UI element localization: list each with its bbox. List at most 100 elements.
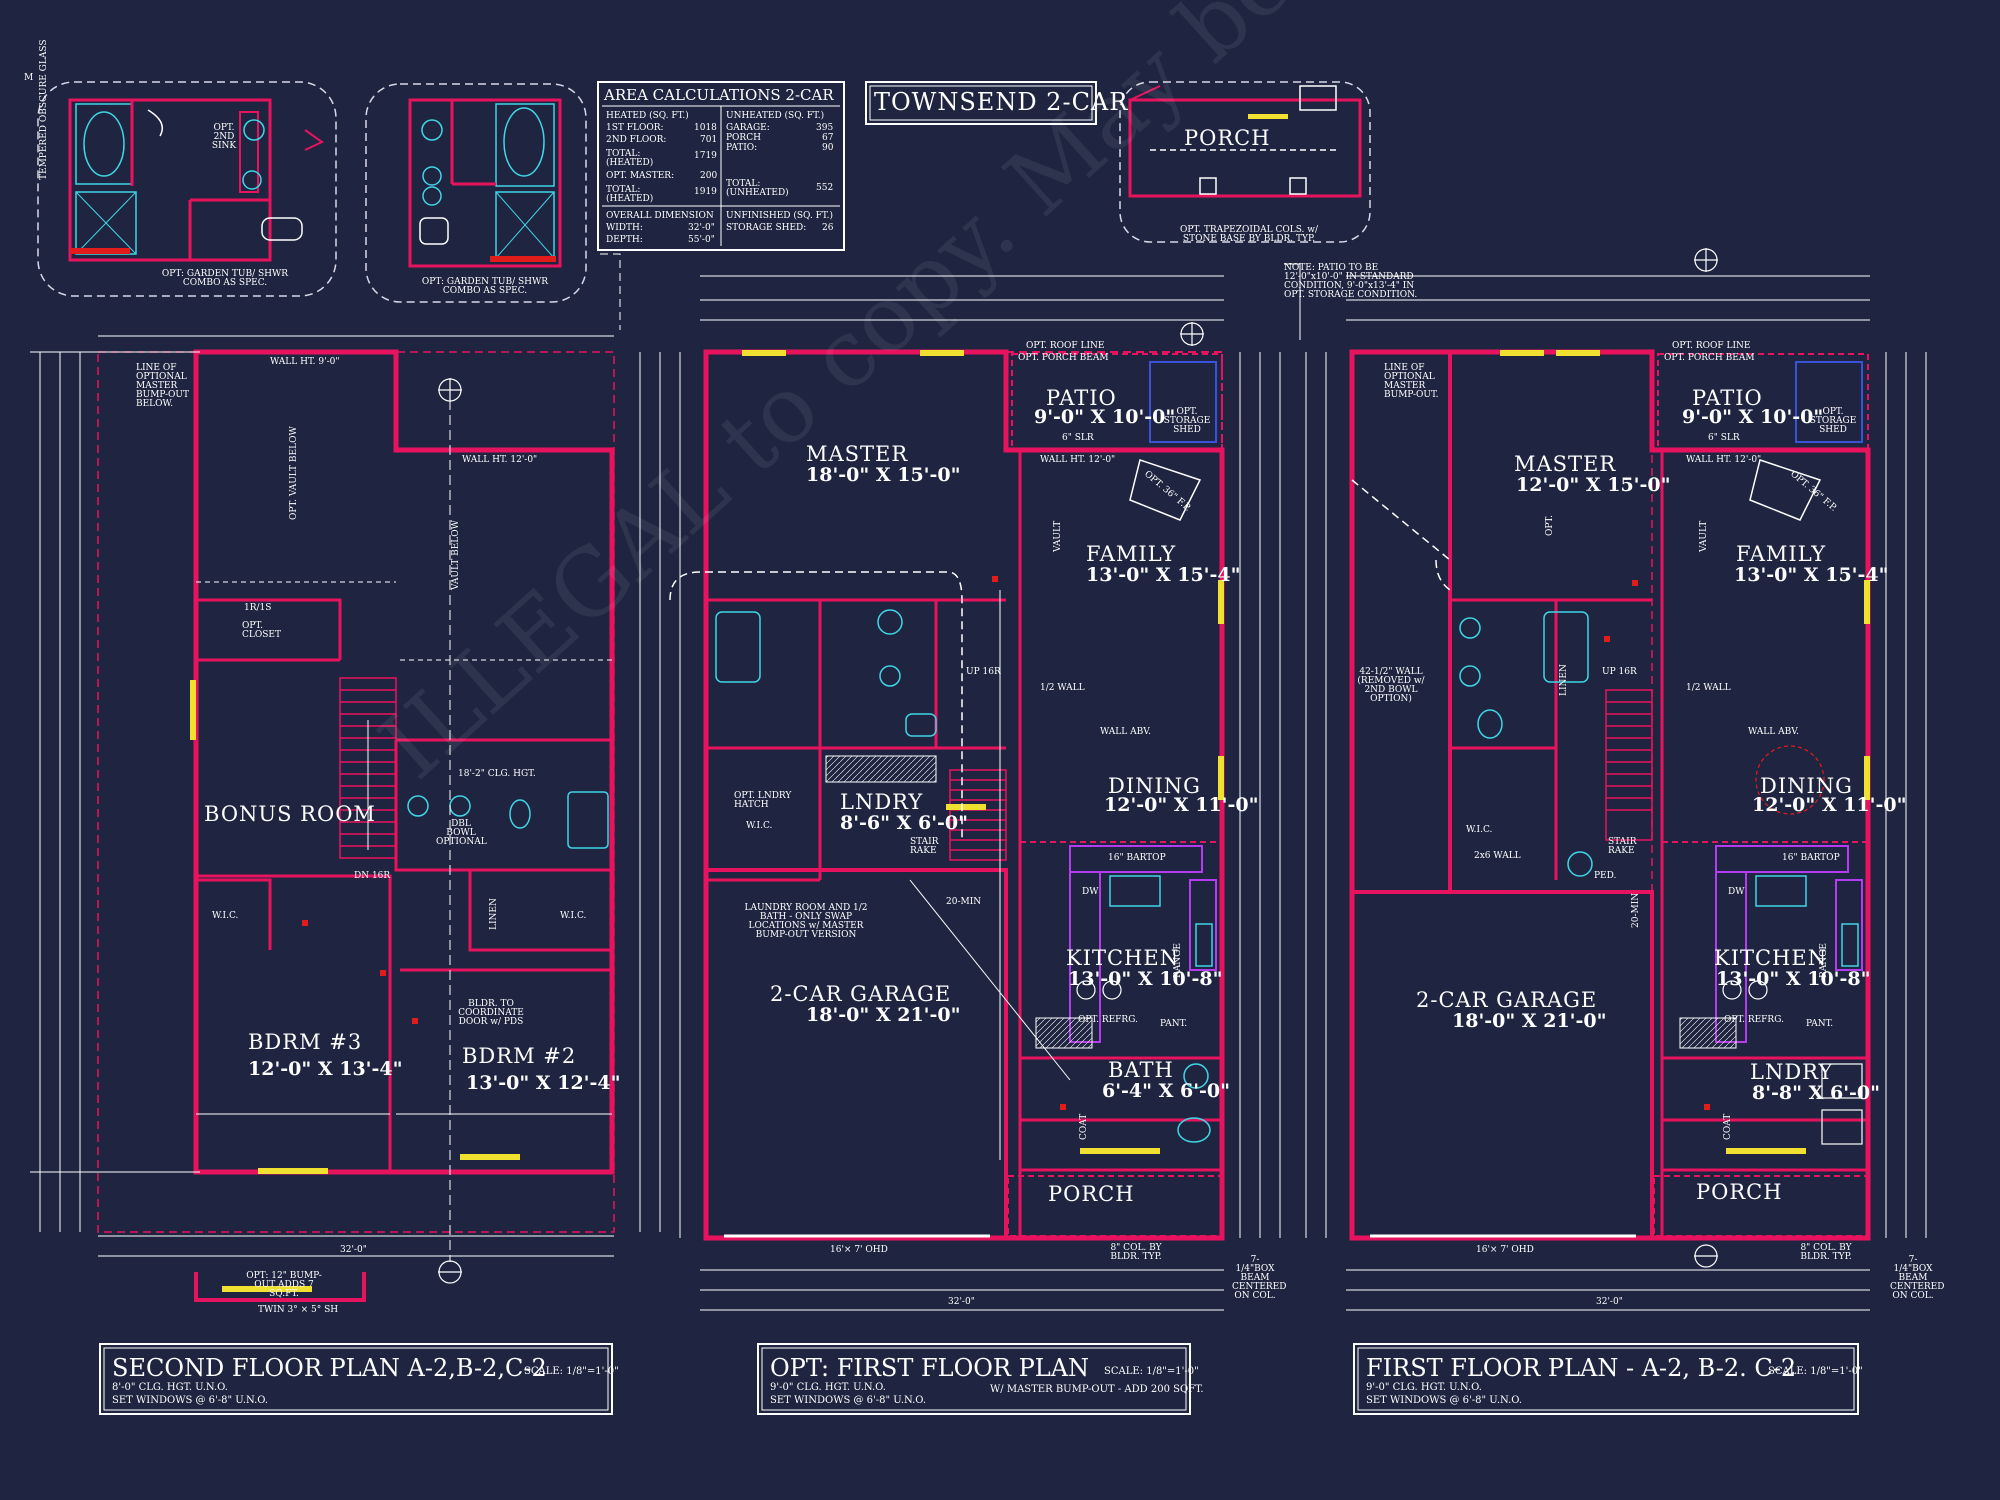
plan-label: PED. — [1594, 871, 1617, 881]
plan-label: LINEN — [1559, 664, 1569, 696]
room-name: MASTER — [1514, 452, 1617, 476]
room-name: KITCHEN — [1066, 946, 1180, 970]
second-floor-plan — [30, 335, 661, 1302]
unheated-value: 67 — [822, 133, 834, 143]
first-floor-title-box — [1353, 1343, 1859, 1415]
plan-label: OPT. VAULT BELOW — [289, 426, 299, 520]
bath-detail-2 — [365, 83, 587, 303]
plan-label: W.I.C. — [1466, 825, 1493, 835]
plan-label: DW — [1082, 887, 1099, 897]
opt-first-floor-title-box — [757, 1343, 1191, 1415]
room-size: 6'-4" X 6'-0" — [1102, 1080, 1231, 1102]
area-calc-title: AREA CALCULATIONS 2-CAR — [604, 86, 834, 104]
plan-subtitle: 8'-0" CLG. HGT. U.N.O. — [112, 1382, 228, 1393]
corner-mark: M — [24, 73, 34, 83]
line-optional-note-2: LINE OF OPTIONAL MASTER BUMP-OUT. — [1384, 363, 1439, 400]
room-name: PORCH — [1048, 1182, 1135, 1206]
plan-label: OPT. STORAGE SHED — [1163, 407, 1211, 435]
plan-scale: SCALE: 1/8"=1'-0" — [1768, 1366, 1863, 1377]
plan-label: VAULT — [1053, 520, 1063, 552]
room-name: MASTER — [806, 442, 909, 466]
plan-label: OPT. PORCH BEAM — [1018, 353, 1109, 363]
room-size: 13'-0" X 10'-8" — [1716, 968, 1871, 990]
plan-extra: W/ MASTER BUMP-OUT - ADD 200 SQFT. — [990, 1384, 1204, 1395]
room-size: 8'-6" X 6'-0" — [840, 812, 969, 834]
plan-label: W.I.C. — [746, 821, 773, 831]
overall-width: 32'-0" — [948, 1297, 975, 1307]
plan-label: OPT. CLOSET — [242, 621, 281, 640]
room-name: PATIO — [1692, 386, 1763, 410]
overall-value: 55'-0" — [688, 235, 715, 245]
box-beam-note: 7-1/4"BOX BEAM CENTERED ON COL. — [1890, 1255, 1945, 1301]
room-size: 18'-0" X 21'-0" — [806, 1004, 961, 1026]
plan-label: 16'× 7' OHD — [830, 1245, 888, 1255]
heated-row: OPT. MASTER: — [606, 171, 675, 181]
heated-header: HEATED (SQ. FT.) — [606, 111, 689, 121]
plan-label: LINEN — [489, 898, 499, 930]
plan-label: COAT — [1079, 1113, 1089, 1140]
unheated-row: TOTAL: (UNHEATED) — [726, 179, 789, 198]
room-name: DINING — [1760, 774, 1853, 798]
plan-label: PANT. — [1806, 1019, 1834, 1029]
heated-row: TOTAL: (HEATED) — [606, 185, 654, 204]
opt-first-floor-plan — [669, 275, 1281, 1311]
room-name: KITCHEN — [1714, 946, 1828, 970]
plan-label: 6" SLR — [1708, 433, 1740, 443]
wall-removed-note: 42-1/2" WALL (REMOVED w/ 2ND BOWL OPTION… — [1357, 667, 1425, 704]
heated-value: 1018 — [694, 123, 717, 133]
box-beam-note: 7-1/4"BOX BEAM CENTERED ON COL. — [1232, 1255, 1287, 1301]
line-optional-note: LINE OF OPTIONAL MASTER BUMP-OUT BELOW. — [136, 363, 189, 409]
porch-detail-label: PORCH — [1184, 126, 1271, 150]
plan-scale: SCALE: 1/8"=1'-0" — [1104, 1366, 1199, 1377]
unfinished-row: STORAGE SHED: — [726, 223, 807, 233]
overall-header: OVERALL DIMENSION — [606, 211, 714, 221]
porch-detail — [1119, 81, 1371, 243]
project-title: TOWNSEND 2-CAR — [874, 88, 1129, 116]
room-name: LNDRY — [840, 790, 924, 814]
col-by-bldr-note: 8" COL. BY BLDR. TYP. — [1800, 1243, 1852, 1262]
unheated-value: 552 — [816, 183, 834, 193]
plan-label: UP 16R — [966, 667, 1001, 677]
plan-label: 20-MIN — [946, 897, 982, 907]
room-size: 12'-0" X 15'-0" — [1516, 474, 1671, 496]
unheated-row: PORCH — [726, 133, 761, 143]
title-box — [865, 81, 1097, 125]
plan-subtitle: 9'-0" CLG. HGT. U.N.O. — [1366, 1382, 1482, 1393]
room-name: BATH — [1108, 1058, 1174, 1082]
unheated-header: UNHEATED (SQ. FT.) — [726, 111, 825, 121]
heated-value: 1919 — [694, 187, 717, 197]
unheated-row: PATIO: — [726, 143, 758, 153]
plan-label: WALL ABV. — [1748, 727, 1800, 737]
plan-label: 16" BARTOP — [1782, 853, 1840, 863]
room-size: 12'-0" X 11'-0" — [1752, 794, 1907, 816]
opt-2nd-sink-label: OPT. 2ND SINK — [211, 123, 237, 151]
bldr-coord-note: BLDR. TO COORDINATE DOOR w/ PDS — [458, 999, 524, 1027]
room-name: PATIO — [1046, 386, 1117, 410]
plan-label: WALL ABV. — [1100, 727, 1152, 737]
plan-label: 18'-2" CLG. HGT. — [458, 769, 536, 779]
heated-value: 701 — [700, 135, 718, 145]
plan-label: WALL HT. 9'-0" — [270, 357, 340, 367]
room-name: FAMILY — [1086, 542, 1177, 566]
unfinished-value: 26 — [822, 223, 834, 233]
laundry-note: LAUNDRY ROOM AND 1/2 BATH - ONLY SWAP LO… — [744, 903, 868, 940]
plan-label: 1R/1S — [244, 603, 272, 613]
first-floor-plan — [1305, 248, 1927, 1311]
unheated-value: 395 — [816, 123, 834, 133]
room-size: 13'-0" X 15'-4" — [1086, 564, 1241, 586]
twin-window-note: TWIN 3° × 5° SH — [258, 1305, 339, 1315]
heated-row: 2ND FLOOR: — [606, 135, 667, 145]
plan-subtitle: SET WINDOWS @ 6'-8" U.N.O. — [770, 1395, 927, 1406]
room-name: DINING — [1108, 774, 1201, 798]
plan-label: OPT. REFRG. — [1724, 1015, 1784, 1025]
plan-title: SECOND FLOOR PLAN A-2,B-2,C-2 — [112, 1354, 547, 1382]
room-size: 13'-0" X 15'-4" — [1734, 564, 1889, 586]
plan-label: 1/2 WALL — [1040, 683, 1085, 693]
room-name: 2-CAR GARAGE — [770, 982, 952, 1006]
plan-label: W.I.C. — [560, 911, 587, 921]
plan-label: RANGE — [1173, 943, 1183, 978]
unheated-value: 90 — [822, 143, 834, 153]
overall-value: 32'-0" — [688, 223, 715, 233]
plan-title: OPT: FIRST FLOOR PLAN — [770, 1354, 1090, 1382]
plan-label: OPT. ROOF LINE — [1672, 341, 1751, 351]
